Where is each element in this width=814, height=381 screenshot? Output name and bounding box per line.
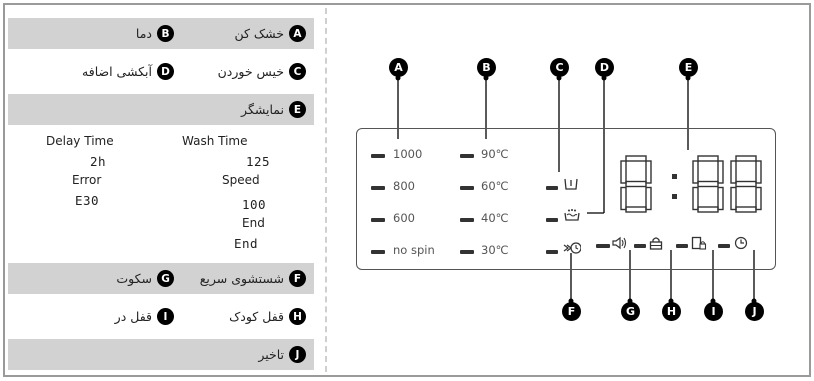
temp-60-indicator [460,186,474,190]
section-divider [325,8,327,372]
spin-600-indicator [371,218,385,222]
mute-indicator [596,244,610,248]
extra-rinse-indicator [546,218,558,222]
legend-item-c: C خیس خوردن [218,56,306,87]
wash-time-header: Wash Time [182,134,248,148]
badge-f: F [289,270,306,287]
wash-time-value: 125 [246,154,271,169]
legend-label-g: سکوت [116,271,152,286]
callout-c: C [550,58,569,77]
legend-item-f: F شستشوی سریع [200,263,306,294]
child-lock-indicator [634,244,646,248]
seven-segment-display [620,155,762,213]
temp-40-label: 40℃ [481,211,509,225]
temp-90-label: 90℃ [481,147,509,161]
legend-item-e: E نمایشگر [241,94,306,125]
legend-label-i: قفل در [114,309,152,324]
spin-1000-indicator [371,154,385,158]
clock-icon [734,236,748,250]
delay-time-header: Delay Time [46,134,114,148]
door-lock-indicator [676,244,688,248]
delay-time-value: 2h [90,154,107,169]
quick-wash-icon [563,242,581,254]
spin-none-label: no spin [393,243,435,257]
legend-item-d: D آبکشی اضافه [82,56,174,87]
end-label: End [242,216,265,230]
temp-90-indicator [460,154,474,158]
spin-800-indicator [371,186,385,190]
legend-item-g: G سکوت [116,263,174,294]
mute-icon [612,236,627,250]
badge-g: G [157,270,174,287]
error-value: E30 [75,193,100,208]
legend-row-h-i: H قفل کودک I قفل در [8,301,314,332]
legend-label-e: نمایشگر [241,102,284,117]
legend-item-b: B دما [136,18,174,49]
spin-none-indicator [371,250,385,254]
delay-indicator [718,244,730,248]
callout-h: H [662,302,681,321]
spin-800-label: 800 [393,179,415,193]
spin-1000-label: 1000 [393,147,423,161]
speed-value: 100 [242,197,267,212]
legend-label-f: شستشوی سریع [199,271,284,286]
error-label: Error [72,173,102,187]
page-frame [3,3,811,377]
legend-label-c: خیس خوردن [217,64,284,79]
quick-wash-indicator [546,250,558,254]
legend-item-j: J تاخیر [258,339,306,370]
spin-600-label: 600 [393,211,415,225]
extra-rinse-icon [564,209,580,221]
legend-row-f-g: F شستشوی سریع G سکوت [8,263,314,294]
callout-i: I [704,302,723,321]
door-lock-icon [691,236,707,250]
legend-label-b: دما [135,26,152,41]
badge-h: H [289,308,306,325]
end-value: End [234,236,259,251]
legend-row-j: J تاخیر [8,339,314,370]
badge-d: D [157,63,174,80]
legend-row-a-b: A خشک کن B دما [8,18,314,49]
callout-a: A [389,58,408,77]
callout-e: E [679,58,698,77]
legend-label-h: قفل کودک [229,309,284,324]
legend-label-j: تاخیر [258,347,284,362]
temp-30-label: 30℃ [481,243,509,257]
legend-item-h: H قفل کودک [229,301,306,332]
soak-icon [564,178,578,190]
control-display-panel [356,128,776,270]
legend-row-e: E نمایشگر [8,94,314,125]
badge-a: A [289,25,306,42]
legend-label-a: خشک کن [234,26,284,41]
callout-j: J [745,302,764,321]
legend-label-d: آبکشی اضافه [82,64,152,79]
soak-indicator [546,186,558,190]
badge-b: B [157,25,174,42]
badge-c: C [289,63,306,80]
legend-row-c-d: C خیس خوردن D آبکشی اضافه [8,56,314,87]
temp-60-label: 60℃ [481,179,509,193]
badge-e: E [289,101,306,118]
speed-label: Speed [222,173,260,187]
callout-b: B [477,58,496,77]
temp-30-indicator [460,250,474,254]
badge-i: I [157,308,174,325]
callout-d: D [595,58,614,77]
callout-f: F [562,302,581,321]
display-examples: Delay Time Wash Time 2h 125 Error Speed … [8,130,314,260]
legend-item-a: A خشک کن [234,18,306,49]
legend-item-i: I قفل در [115,301,174,332]
child-lock-icon [649,237,663,250]
badge-j: J [289,346,306,363]
temp-40-indicator [460,218,474,222]
callout-g: G [621,302,640,321]
